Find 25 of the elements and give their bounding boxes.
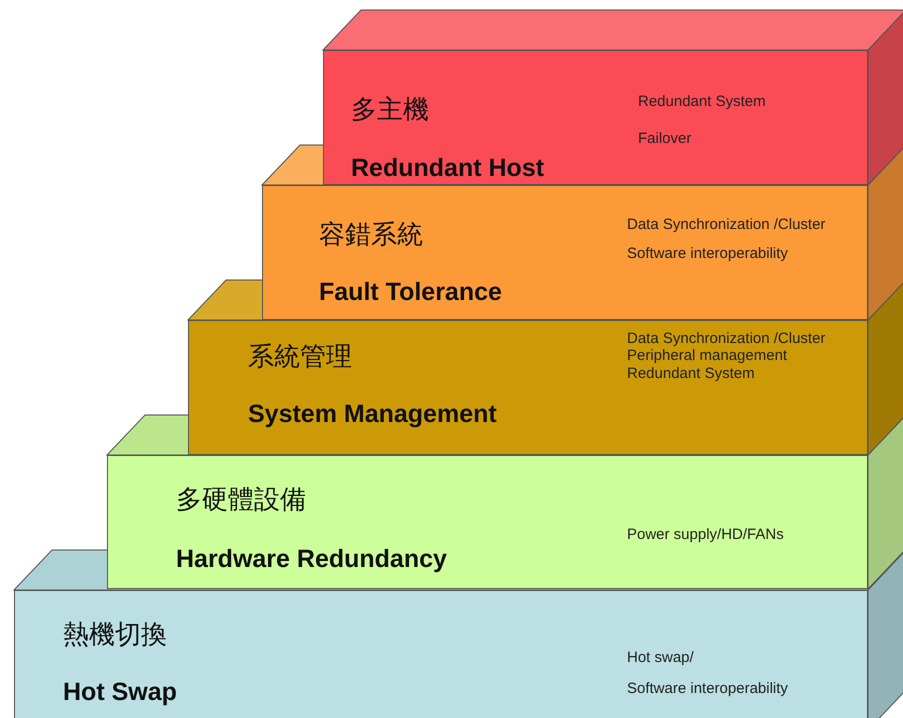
feature-text: Power supply/HD/FANs [627, 526, 785, 544]
feature-text: Data Synchronization /Cluster [627, 330, 826, 348]
feature-text: Software interoperability [627, 680, 789, 698]
tier-title: Hot Swap [63, 679, 177, 706]
feature-text: Redundant System [627, 364, 756, 382]
tier-block [107, 455, 868, 589]
feature-text: Redundant System [638, 93, 767, 110]
tier-title: Redundant Host [351, 155, 544, 182]
tier-block [262, 185, 868, 320]
tier-block [323, 50, 868, 185]
tier-title: Fault Tolerance [319, 279, 502, 306]
feature-text: Hot swap/ [627, 649, 695, 666]
feature-text: Data Synchronization /Cluster [627, 216, 826, 234]
tier-title: System Management [248, 401, 497, 428]
tier-heading: 容錯系統 [319, 221, 423, 250]
tier-block [14, 590, 868, 718]
tier-heading: 熱機切換 [63, 621, 167, 650]
tier-title: Hardware Redundancy [176, 546, 447, 574]
feature-text: Failover [638, 130, 692, 148]
feature-text: Software interoperability [627, 245, 789, 262]
tier-heading: 多主機 [351, 96, 429, 125]
tier-block [188, 320, 868, 455]
tier-heading: 多硬體設備 [176, 486, 306, 515]
feature-text: Peripheral management [627, 347, 788, 364]
tier-heading: 系統管理 [248, 343, 352, 372]
